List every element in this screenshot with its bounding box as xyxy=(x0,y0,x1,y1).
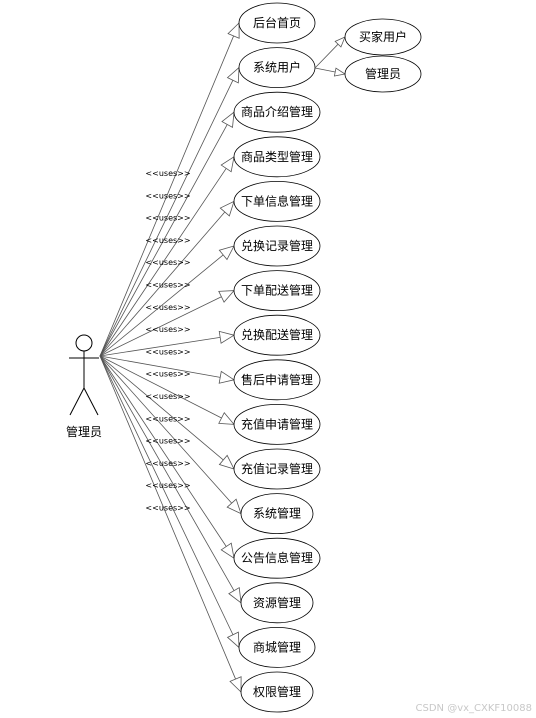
association-line xyxy=(99,80,234,357)
use-case-ellipse xyxy=(233,180,321,222)
association-line xyxy=(99,355,236,680)
sub-case-ellipse xyxy=(344,18,422,56)
uses-label: <<uses>> xyxy=(145,370,190,379)
sub-case-ellipse xyxy=(344,55,422,93)
use-case-ellipse xyxy=(240,582,314,624)
association-line xyxy=(99,296,222,357)
arrowhead xyxy=(226,66,240,84)
association-line xyxy=(99,355,221,378)
uses-label: <<uses>> xyxy=(145,459,190,468)
arrowhead xyxy=(220,542,235,560)
association-line xyxy=(99,211,226,357)
use-case-label: 商品介绍管理 xyxy=(241,104,313,119)
generalization-line xyxy=(314,43,339,69)
association-line xyxy=(99,355,235,591)
uses-label: <<uses>> xyxy=(145,437,190,446)
uses-label: <<uses>> xyxy=(145,236,190,245)
use-case-ellipse xyxy=(233,270,321,312)
uses-label: <<uses>> xyxy=(145,481,190,490)
actor-admin: 管理员 xyxy=(66,334,102,439)
association-line xyxy=(99,124,228,357)
use-case-label: 后台首页 xyxy=(253,15,301,30)
actor-leg-right xyxy=(83,387,99,416)
use-case-label: 公告信息管理 xyxy=(241,550,313,565)
association-line xyxy=(99,168,227,357)
use-case-label: 商品类型管理 xyxy=(241,149,313,164)
arrowhead xyxy=(226,631,240,649)
arrowhead xyxy=(227,22,240,39)
use-case-ellipse xyxy=(233,136,321,178)
association-line xyxy=(99,355,227,547)
uses-labels: <<uses>> <<uses>> <<uses>> <<uses>> <<uses>>… xyxy=(145,169,190,513)
use-case-label: 系统用户 xyxy=(253,60,301,75)
association-line xyxy=(99,35,234,357)
generalization-line xyxy=(314,67,336,73)
arrowhead xyxy=(228,587,242,604)
use-case-ellipse xyxy=(238,2,316,44)
use-case-ellipse xyxy=(233,403,321,445)
association-line xyxy=(99,336,221,357)
use-cases: 后台首页系统用户商品介绍管理商品类型管理下单信息管理兑换记录管理下单配送管理兑换… xyxy=(233,2,321,713)
actor-head xyxy=(75,334,93,352)
use-case-label: 充值申请管理 xyxy=(241,416,313,431)
uses-label: <<uses>> xyxy=(145,325,190,334)
association-line xyxy=(99,355,224,461)
use-case-ellipse xyxy=(233,448,321,490)
use-case-ellipse xyxy=(233,314,321,356)
use-case-ellipse xyxy=(233,91,321,133)
arrowhead xyxy=(218,411,235,425)
sub-case-label: 买家用户 xyxy=(359,29,407,44)
actor-leg-left xyxy=(69,387,85,416)
arrowhead xyxy=(219,200,235,217)
uses-label: <<uses>> xyxy=(145,303,190,312)
association-line xyxy=(99,355,232,504)
use-case-ellipse xyxy=(233,225,321,267)
arrowhead xyxy=(218,245,235,261)
arrowhead xyxy=(333,67,347,77)
use-case-label: 售后申请管理 xyxy=(241,372,313,387)
use-case-ellipse xyxy=(233,537,321,579)
use-case-label: 兑换记录管理 xyxy=(241,238,313,253)
arrowhead xyxy=(218,370,235,384)
use-case-label: 资源管理 xyxy=(253,595,301,610)
use-case-ellipse xyxy=(238,627,316,668)
uses-label: <<uses>> xyxy=(145,347,190,356)
association-lines xyxy=(99,22,242,693)
uses-label: <<uses>> xyxy=(145,169,190,178)
uses-label: <<uses>> xyxy=(145,214,190,223)
arrowhead xyxy=(218,454,235,470)
arrowhead xyxy=(229,676,242,693)
association-line xyxy=(99,355,222,419)
arrowhead xyxy=(221,111,235,129)
arrowhead xyxy=(220,155,235,173)
arrowhead xyxy=(218,330,236,344)
use-case-label: 下单信息管理 xyxy=(241,193,313,208)
arrowhead xyxy=(226,498,242,515)
use-case-label: 权限管理 xyxy=(253,684,301,699)
use-case-label: 充值记录管理 xyxy=(241,461,313,476)
uses-label: <<uses>> xyxy=(145,258,190,267)
uses-label: <<uses>> xyxy=(145,392,190,401)
use-case-label: 下单配送管理 xyxy=(241,283,313,298)
arrowhead xyxy=(218,290,235,303)
arrowhead xyxy=(334,36,346,48)
watermark: CSDN @vx_CXKF10088 xyxy=(415,703,532,714)
association-line xyxy=(99,355,234,635)
uses-label: <<uses>> xyxy=(145,414,190,423)
use-case-label: 商城管理 xyxy=(253,639,301,654)
sub-case-label: 管理员 xyxy=(365,66,401,81)
use-case-ellipse xyxy=(233,359,321,401)
use-case-ellipse xyxy=(240,671,314,713)
use-case-label: 系统管理 xyxy=(253,506,301,521)
uses-label: <<uses>> xyxy=(145,504,190,513)
uses-label: <<uses>> xyxy=(145,281,190,290)
actor-label: 管理员 xyxy=(66,424,102,439)
use-case-ellipse xyxy=(240,493,314,534)
association-line xyxy=(99,254,224,357)
use-case-label: 兑换配送管理 xyxy=(241,327,313,342)
uses-label: <<uses>> xyxy=(145,191,190,200)
